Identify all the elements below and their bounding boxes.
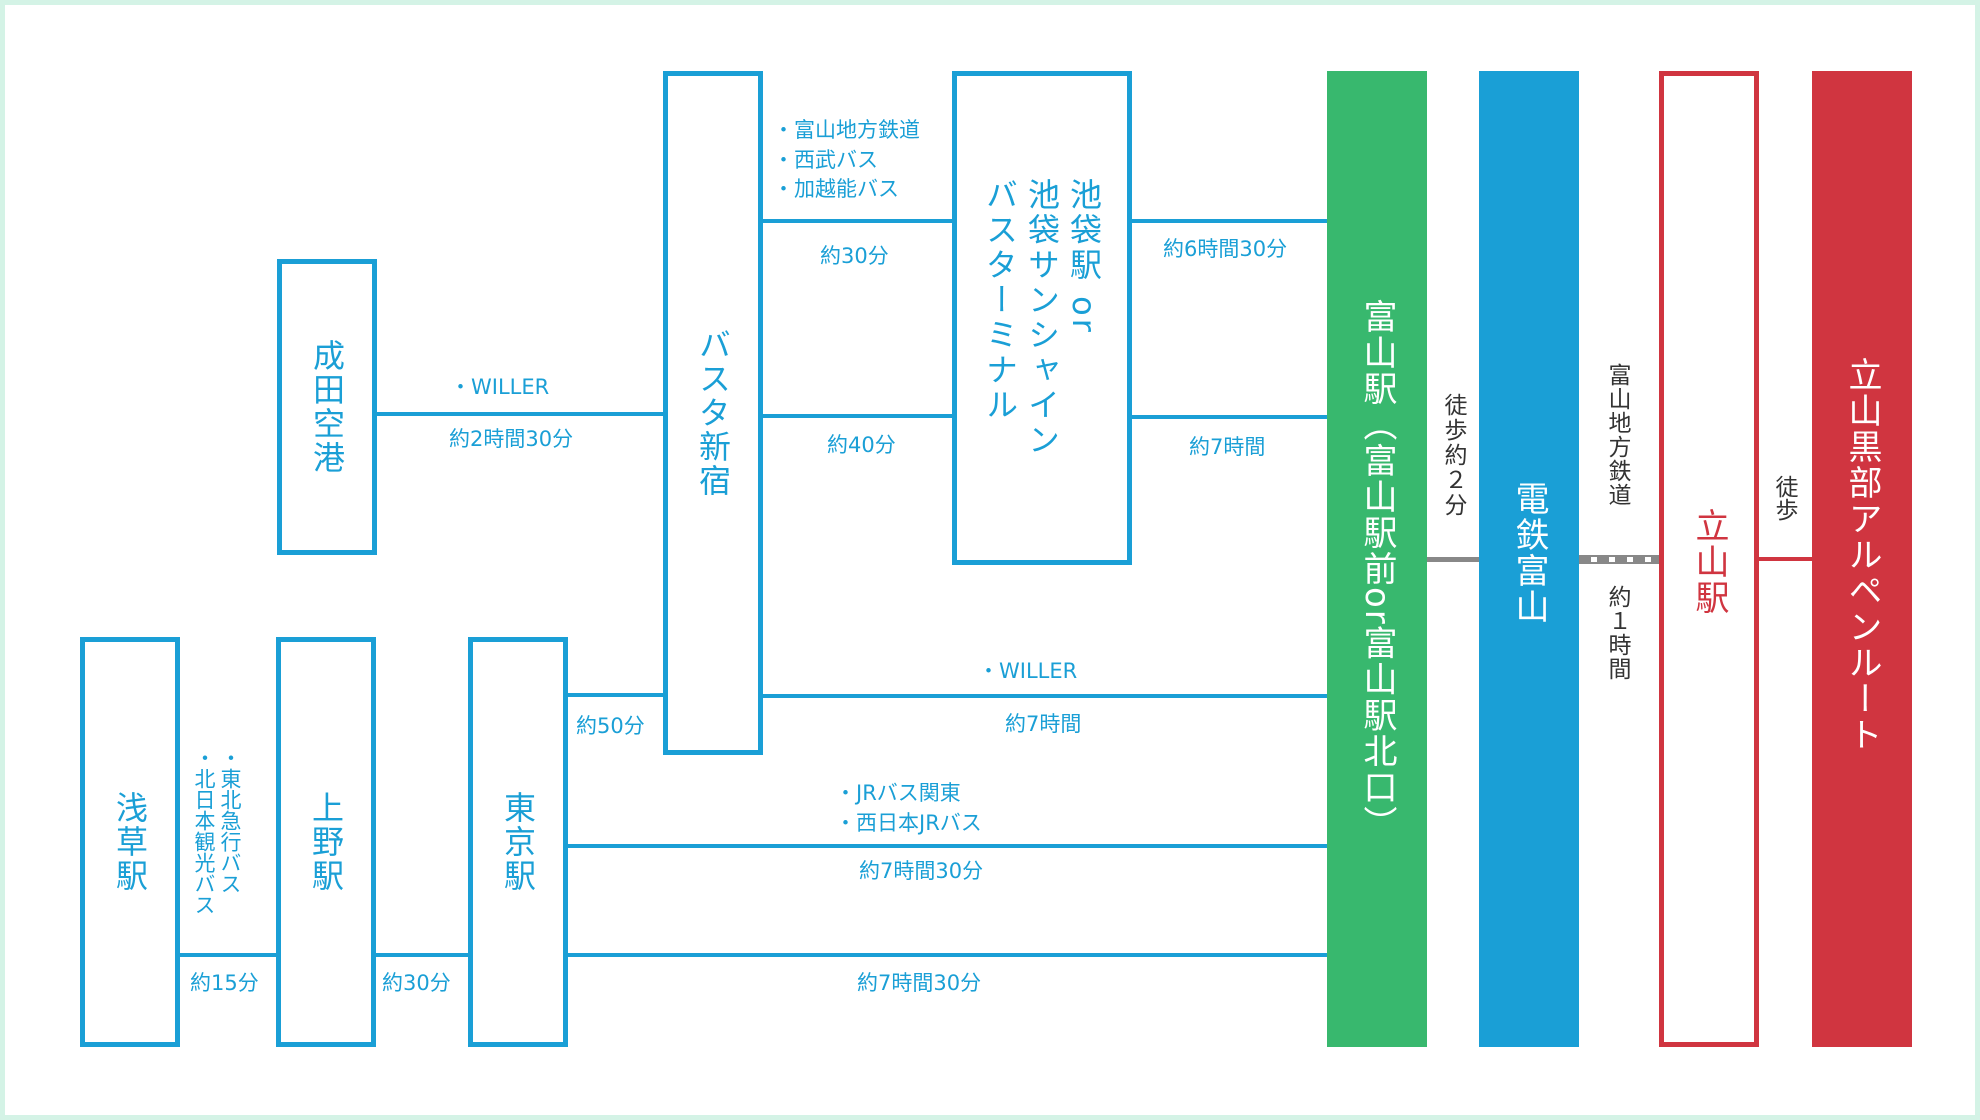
station-narita[interactable]: 成田空港: [277, 259, 377, 555]
basta-ikebukuro-top-time: 約30分: [820, 244, 889, 268]
basta-toyama-operator: ・WILLER: [978, 659, 1078, 683]
asakusa-ueno-operator-1: ・東北急行バス: [218, 747, 242, 894]
toyama-dentetsu-walk: 徒歩約２分: [1440, 393, 1466, 518]
station-dentetsu-label: 電鉄富山: [1509, 481, 1549, 625]
line-narita-basta: [372, 412, 667, 416]
narita-basta-operator: ・WILLER: [450, 375, 550, 399]
tokyo-basta-time: 約50分: [576, 714, 645, 738]
line-toyama-dentetsu: [1427, 557, 1480, 562]
alpine-route[interactable]: 立山黒部アルペンルート: [1812, 71, 1912, 1047]
station-asakusa-label: 浅草駅: [111, 791, 149, 893]
station-ikebukuro[interactable]: 池袋駅 or 池袋サンシャイン バスターミナル: [952, 71, 1132, 565]
station-narita-label: 成田空港: [308, 339, 346, 475]
dentetsu-tateyama-line: 富山地方鉄道: [1604, 363, 1630, 507]
line-tokyo-toyama-2: [563, 953, 1328, 957]
basta-ikebukuro-operator-3: ・加越能バス: [773, 177, 899, 201]
line-asakusa-ueno: [175, 953, 280, 957]
station-tateyama-label: 立山駅: [1689, 508, 1729, 616]
station-ueno-label: 上野駅: [307, 791, 345, 893]
narita-basta-time: 約2時間30分: [449, 427, 574, 451]
line-ueno-tokyo: [371, 953, 473, 957]
line-basta-toyama: [760, 694, 1328, 698]
dentetsu-tateyama-time: 約１時間: [1604, 585, 1630, 681]
line-ikebukuro-toyama-top: [1128, 219, 1328, 223]
basta-ikebukuro-operator-2: ・西武バス: [773, 148, 878, 172]
tokyo-toyama-operator-2: ・西日本JRバス: [835, 811, 982, 835]
station-basta-shinjuku[interactable]: バスタ新宿: [663, 71, 763, 755]
asakusa-ueno-operator-2: ・北日本観光バス: [192, 747, 216, 915]
station-tokyo[interactable]: 東京駅: [468, 637, 568, 1047]
line-dentetsu-tateyama: [1579, 555, 1659, 564]
asakusa-ueno-operators: ・東北急行バス ・北日本観光バス: [191, 747, 243, 947]
ikebukuro-toyama-bottom-time: 約7時間: [1189, 435, 1266, 459]
station-ueno[interactable]: 上野駅: [276, 637, 376, 1047]
line-tokyo-toyama-1: [563, 844, 1328, 848]
line-basta-ikebukuro-top: [760, 219, 955, 223]
basta-ikebukuro-bottom-time: 約40分: [827, 433, 896, 457]
line-ikebukuro-toyama-bottom: [1128, 415, 1328, 419]
station-toyama[interactable]: 富山駅（富山駅前or富山駅北口）: [1327, 71, 1427, 1047]
station-tokyo-label: 東京駅: [499, 791, 537, 893]
line-tateyama-alpine: [1755, 557, 1813, 561]
alpine-route-label: 立山黒部アルペンルート: [1842, 357, 1882, 753]
asakusa-ueno-time: 約15分: [190, 971, 259, 995]
station-ikebukuro-label: 池袋駅 or 池袋サンシャイン バスターミナル: [981, 178, 1103, 458]
basta-ikebukuro-operator-1: ・富山地方鉄道: [773, 118, 920, 142]
tokyo-toyama-time-2: 約7時間30分: [857, 971, 982, 995]
ueno-tokyo-time: 約30分: [382, 971, 451, 995]
tateyama-alpine-walk: 徒歩: [1771, 475, 1797, 521]
tokyo-toyama-operator-1: ・JRバス関東: [835, 781, 961, 805]
basta-toyama-time: 約7時間: [1005, 712, 1082, 736]
station-dentetsu-toyama[interactable]: 電鉄富山: [1479, 71, 1579, 1047]
station-tateyama[interactable]: 立山駅: [1659, 71, 1759, 1047]
line-basta-ikebukuro-bottom: [760, 414, 955, 418]
ikebukuro-toyama-top-time: 約6時間30分: [1163, 237, 1288, 261]
station-toyama-label: 富山駅（富山駅前or富山駅北口）: [1357, 299, 1397, 842]
line-tokyo-basta: [563, 693, 667, 697]
tokyo-toyama-time-1: 約7時間30分: [859, 859, 984, 883]
station-basta-label: バスタ新宿: [694, 328, 732, 498]
station-asakusa[interactable]: 浅草駅: [80, 637, 180, 1047]
